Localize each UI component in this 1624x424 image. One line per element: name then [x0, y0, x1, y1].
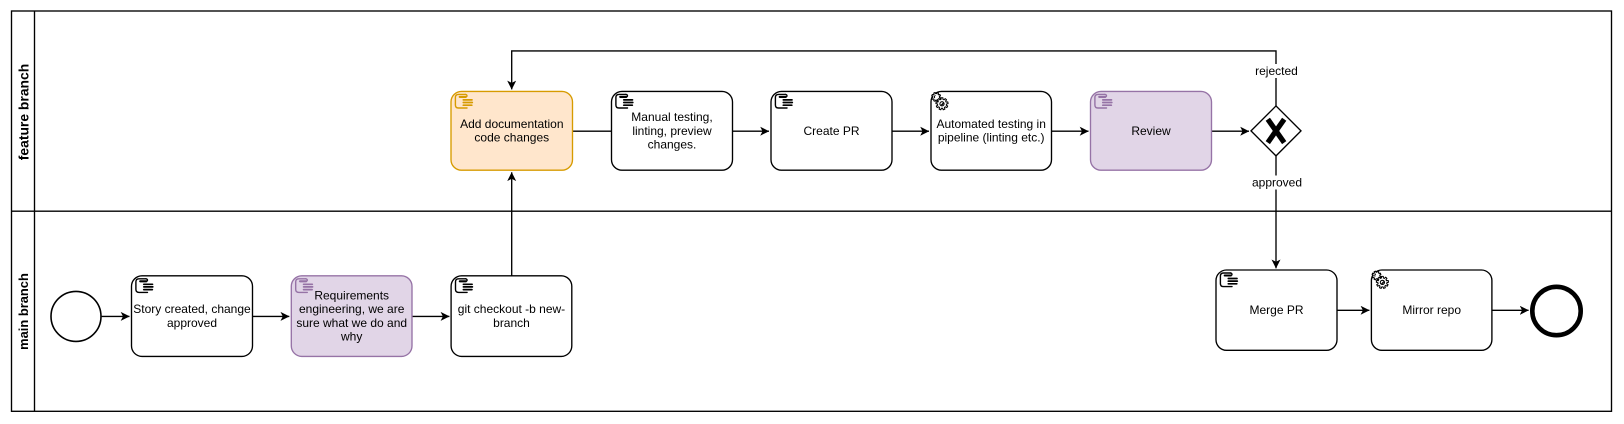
- svg-text:approved: approved: [1252, 176, 1302, 190]
- svg-text:Automated testing in: Automated testing in: [936, 117, 1045, 131]
- svg-text:approved: approved: [167, 316, 217, 330]
- svg-text:feature branch: feature branch: [16, 64, 32, 161]
- svg-text:engineering, we are: engineering, we are: [299, 302, 405, 316]
- svg-text:changes.: changes.: [648, 138, 697, 152]
- svg-text:Requirements: Requirements: [314, 288, 389, 302]
- svg-text:code changes: code changes: [474, 131, 549, 145]
- svg-text:pipeline (linting etc.): pipeline (linting etc.): [938, 131, 1045, 145]
- svg-text:Add documentation: Add documentation: [460, 117, 563, 131]
- svg-text:main branch: main branch: [16, 273, 31, 350]
- svg-text:rejected: rejected: [1255, 64, 1298, 78]
- svg-text:Mirror repo: Mirror repo: [1402, 303, 1461, 317]
- svg-text:Merge PR: Merge PR: [1249, 303, 1303, 317]
- svg-text:sure what we do and: sure what we do and: [296, 316, 407, 330]
- svg-text:why: why: [340, 330, 362, 344]
- svg-text:Create PR: Create PR: [803, 124, 859, 138]
- svg-text:branch: branch: [493, 316, 530, 330]
- svg-text:Story created, change: Story created, change: [133, 302, 251, 316]
- svg-text:Review: Review: [1131, 124, 1171, 138]
- svg-text:git checkout -b new-: git checkout -b new-: [458, 302, 565, 316]
- svg-text:linting, preview: linting, preview: [632, 124, 712, 138]
- svg-text:Manual testing,: Manual testing,: [631, 110, 712, 124]
